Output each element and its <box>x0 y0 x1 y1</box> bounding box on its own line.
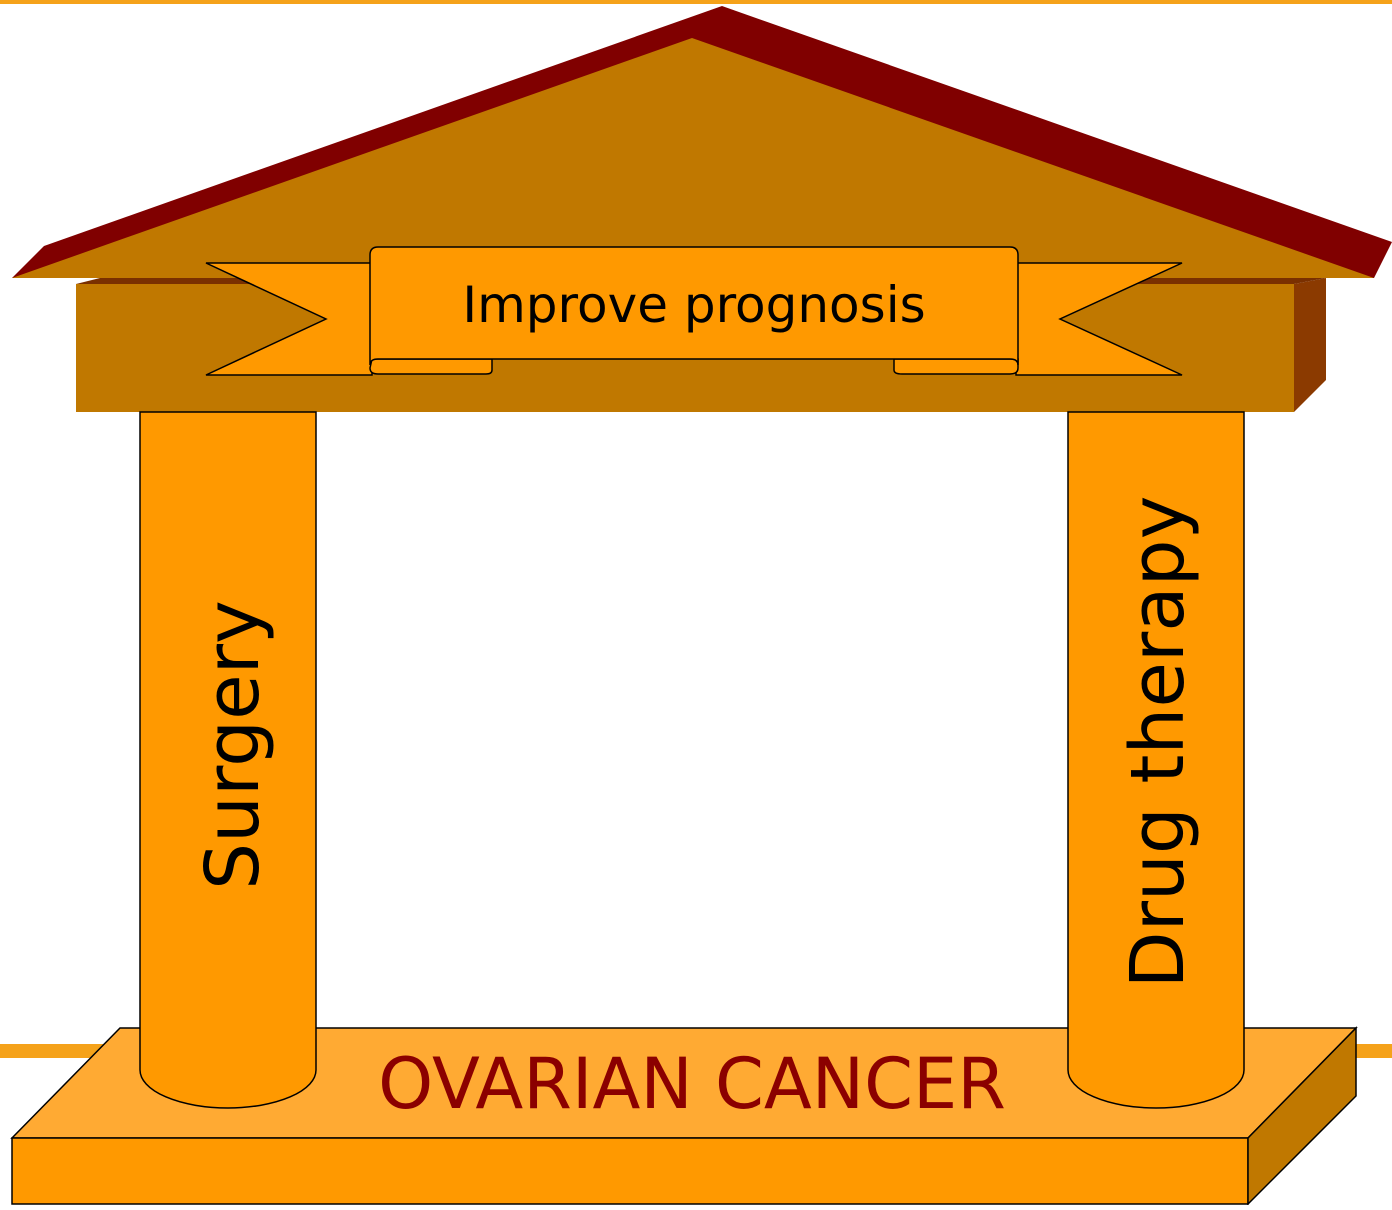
top-accent-line <box>0 0 1392 4</box>
banner-right-fold <box>894 359 1018 374</box>
banner-label: Improve prognosis <box>462 276 925 334</box>
foundation-front <box>12 1138 1248 1204</box>
roof-face <box>12 38 1374 278</box>
pillar-left-label: Surgery <box>190 600 276 890</box>
foundation-label: OVARIAN CANCER <box>378 1043 1006 1125</box>
roof <box>12 6 1392 278</box>
banner-left-fold <box>370 359 492 374</box>
pillar-right-label: Drug therapy <box>1115 496 1201 989</box>
beam-side <box>1294 278 1326 412</box>
